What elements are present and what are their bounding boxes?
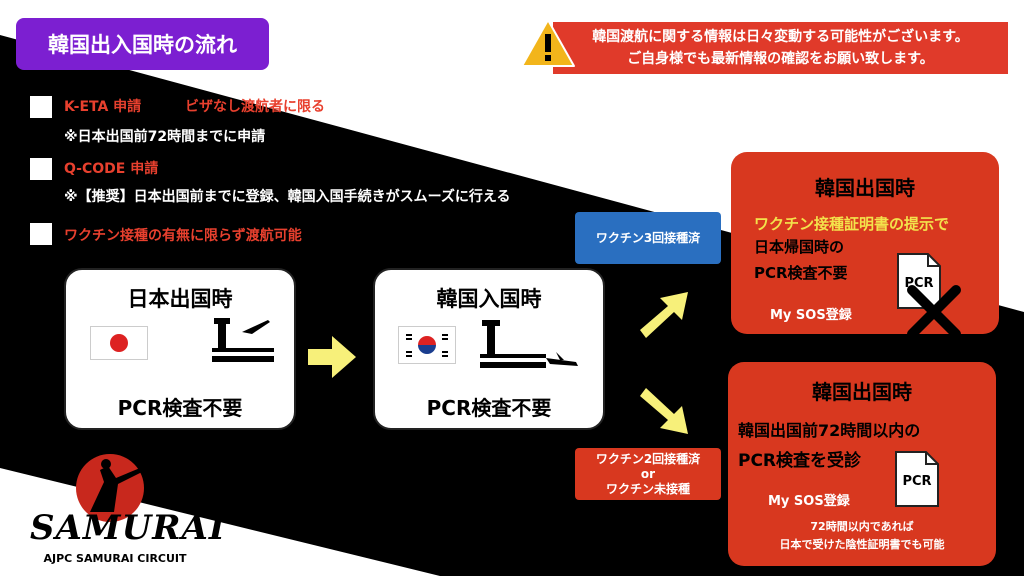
unvaccinated-line-2: or [640, 466, 656, 481]
unvaccinated-exit-card [728, 362, 996, 566]
page-title-text: 韓国出入国時の流れ [48, 33, 237, 57]
document-icon: PCR [894, 450, 940, 508]
warning-icon [521, 19, 575, 67]
q-code-note: ※【推奨】日本出国前までに登録、韓国入国手続きがスムーズに行える [64, 189, 511, 205]
unvaccinated-line-1: ワクチン2回接種済 [595, 451, 701, 466]
unvaccinated-exit-line-1: 韓国出国前72時間以内の [738, 421, 921, 440]
unvaccinated-exit-title: 韓国出国時 [812, 380, 912, 404]
japan-departure-note: PCR検査不要 [117, 396, 243, 420]
samurai-logo-subtitle: AJPC SAMURAI CIRCUIT [43, 552, 187, 565]
warning-banner: 韓国渡航に関する情報は日々変動する可能性がございます。 ご自身様でも最新情報の確… [553, 22, 1008, 74]
unvaccinated-doc-label: PCR [902, 474, 932, 489]
vaccinated-3-doses-label: ワクチン3回接種済 [575, 212, 721, 264]
vaccinated-exit-line-3: PCR検査不要 [754, 264, 848, 282]
japan-departure-title: 日本出国時 [127, 287, 233, 311]
page-title: 韓国出入国時の流れ [16, 18, 269, 70]
korea-flag-icon [398, 326, 456, 364]
vaccinated-exit-title: 韓国出国時 [815, 176, 915, 200]
airport-arrival-icon [480, 320, 578, 368]
unvaccinated-label: ワクチン2回接種済 or ワクチン未接種 [575, 448, 721, 500]
vaccinated-mysos-label: My SOS登録 [770, 308, 852, 323]
k-eta-deadline-note: ※日本出国前72時間までに申請 [64, 129, 266, 145]
k-eta-checkbox[interactable] [30, 96, 52, 118]
vaccine-label: ワクチン接種の有無に限らず渡航可能 [64, 228, 302, 244]
arrow-up-right-icon [640, 292, 688, 338]
korea-entry-title: 韓国入国時 [436, 287, 542, 311]
korea-entry-note: PCR検査不要 [426, 396, 552, 420]
vaccinated-exit-card [731, 152, 999, 334]
warning-line-1: 韓国渡航に関する情報は日々変動する可能性がございます。 [592, 29, 969, 45]
unvaccinated-note-1: 72時間以内であれば [810, 520, 914, 533]
vaccinated-exit-highlight: ワクチン接種証明書の提示で [754, 215, 950, 233]
q-code-checkbox[interactable] [30, 158, 52, 180]
cross-icon [907, 285, 961, 339]
vaccinated-3-doses-text: ワクチン3回接種済 [595, 230, 701, 245]
vaccinated-exit-line-2: 日本帰国時の [754, 238, 845, 256]
unvaccinated-line-3: ワクチン未接種 [605, 481, 690, 496]
unvaccinated-mysos-label: My SOS登録 [768, 494, 850, 509]
japan-flag-icon [90, 326, 148, 360]
unvaccinated-note-2: 日本で受けた陰性証明書でも可能 [779, 538, 945, 551]
unvaccinated-exit-line-2: PCR検査を受診 [738, 451, 862, 471]
arrow-down-right-icon [640, 388, 688, 434]
warning-line-2: ご自身様でも最新情報の確認をお願い致します。 [627, 51, 934, 67]
samurai-logo-emblem [76, 454, 144, 522]
airport-departure-icon [212, 318, 274, 362]
k-eta-visa-note: ビザなし渡航者に限る [185, 99, 325, 115]
samurai-logo-wordmark: SAMURAI [30, 508, 226, 548]
arrow-right-icon [308, 336, 356, 378]
k-eta-label: K-ETA 申請 [64, 99, 142, 115]
vaccine-checkbox[interactable] [30, 223, 52, 245]
q-code-label: Q-CODE 申請 [64, 161, 159, 177]
